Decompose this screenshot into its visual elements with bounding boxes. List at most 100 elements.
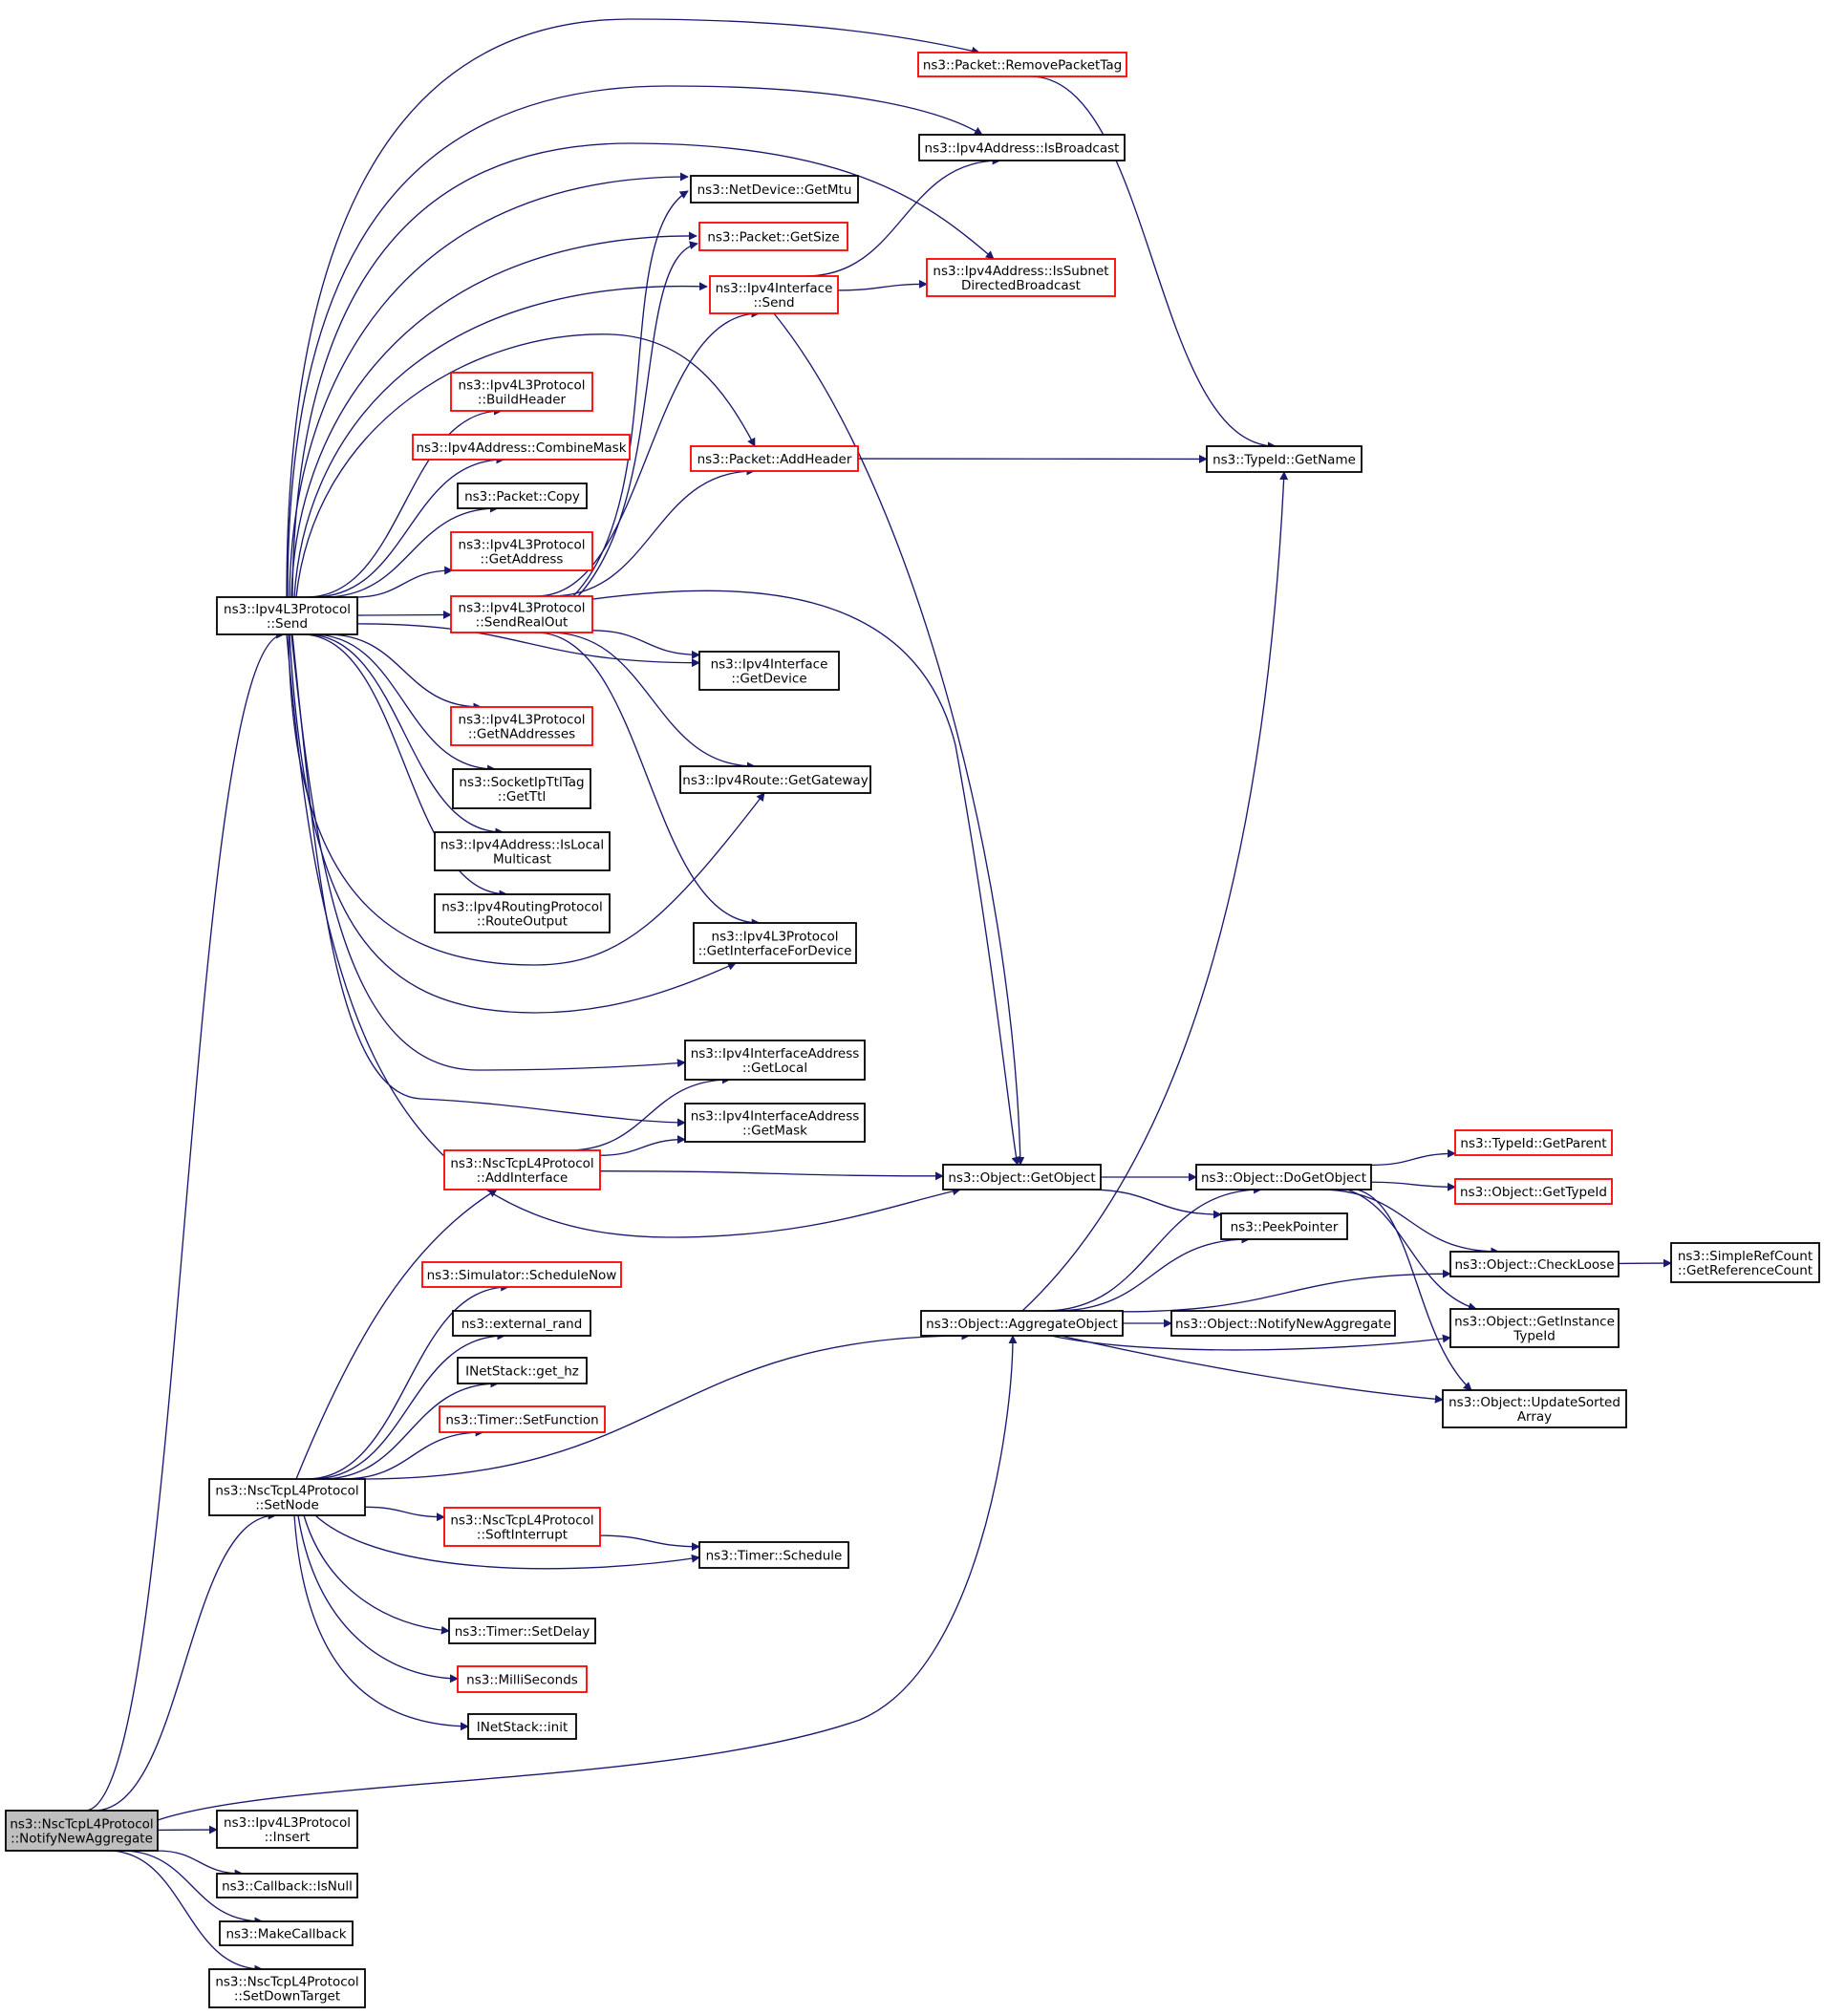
node-getsize[interactable]: ns3::Packet::GetSize (698, 222, 848, 251)
node-rmtag[interactable]: ns3::Packet::RemovePacketTag (917, 52, 1127, 77)
edge-l3send-to-routeout (301, 633, 508, 899)
node-label: ::Insert (265, 1830, 311, 1845)
node-label: ns3::NscTcpL4Protocol (10, 1817, 153, 1833)
node-getnaddr[interactable]: ns3::Ipv4L3Protocol::GetNAddresses (450, 706, 593, 746)
edge-setnode-to-gethz (320, 1379, 500, 1480)
node-label: ns3::Ipv4L3Protocol (459, 378, 586, 394)
edge-aggobj-to-dogetobj (1043, 1185, 1263, 1312)
node-box (1670, 1242, 1820, 1283)
node-setdelay[interactable]: ns3::Timer::SetDelay (448, 1618, 596, 1644)
node-gettypeid[interactable]: ns3::Object::GetTypeId (1454, 1178, 1613, 1205)
node-addiface[interactable]: ns3::NscTcpL4Protocol::AddInterface (443, 1149, 601, 1190)
node-dogetobj[interactable]: ns3::Object::DoGetObject (1195, 1164, 1372, 1190)
edge-sendreal-to-ifsend (535, 309, 761, 597)
node-pcopy[interactable]: ns3::Packet::Copy (457, 483, 588, 509)
node-label: DirectedBroadcast (961, 278, 1081, 293)
edge-root-to-isnull (157, 1850, 244, 1878)
node-label: ns3::Ipv4Interface (711, 657, 828, 673)
node-label: ns3::MilliSeconds (466, 1673, 578, 1688)
edge-softint-to-tschedule (599, 1534, 700, 1552)
node-getgw[interactable]: ns3::Ipv4Route::GetGateway (679, 765, 871, 794)
edge-ifsend-to-getobj (773, 312, 1025, 1166)
node-getaddr[interactable]: ns3::Ipv4L3Protocol::GetAddress (450, 531, 593, 571)
node-box (216, 1810, 358, 1849)
node-addhdr[interactable]: ns3::Packet::AddHeader (690, 445, 859, 472)
edge-dogetobj-to-checkloose (1319, 1189, 1500, 1256)
node-label: ::AddInterface (477, 1170, 569, 1186)
node-label: ns3::NscTcpL4Protocol (215, 1975, 358, 1990)
edge-setnode-to-softint (364, 1506, 445, 1522)
node-root[interactable]: ns3::NscTcpL4Protocol::NotifyNewAggregat… (5, 1810, 159, 1852)
node-issubnet[interactable]: ns3::Ipv4Address::IsSubnetDirectedBroadc… (926, 258, 1116, 297)
node-setnode[interactable]: ns3::NscTcpL4Protocol::SetNode (208, 1478, 366, 1516)
node-l3send[interactable]: ns3::Ipv4L3Protocol::Send (216, 596, 358, 635)
node-label: ns3::Ipv4RoutingProtocol (441, 900, 603, 915)
node-label: ::SoftInterrupt (477, 1528, 568, 1543)
node-getmtu[interactable]: ns3::NetDevice::GetMtu (690, 175, 859, 204)
node-label: ns3::Object::DoGetObject (1201, 1170, 1366, 1186)
node-box (219, 1920, 354, 1946)
node-getmask[interactable]: ns3::Ipv4InterfaceAddress::GetMask (684, 1103, 866, 1143)
node-label: ns3::Timer::SetFunction (445, 1413, 598, 1428)
edge-dogetobj-to-getinsttid (1346, 1189, 1477, 1311)
node-aggobj[interactable]: ns3::Object::AggregateObject (920, 1310, 1124, 1337)
node-box (690, 445, 859, 472)
node-extrand[interactable]: ns3::external_rand (452, 1310, 591, 1337)
edge-l3send-to-rmtag (286, 18, 980, 598)
node-label: ::GetNAddresses (468, 727, 575, 742)
node-init[interactable]: INetStack::init (467, 1713, 577, 1740)
node-getlocal[interactable]: ns3::Ipv4InterfaceAddress::GetLocal (684, 1040, 866, 1081)
edge-root-to-aggobj (157, 1335, 1018, 1821)
node-softint[interactable]: ns3::NscTcpL4Protocol::SoftInterrupt (443, 1507, 601, 1547)
node-getname[interactable]: ns3::TypeId::GetName (1206, 445, 1363, 473)
node-isnull[interactable]: ns3::Callback::IsNull (216, 1873, 358, 1898)
node-getobj[interactable]: ns3::Object::GetObject (942, 1164, 1102, 1190)
node-routeout[interactable]: ns3::Ipv4RoutingProtocol::RouteOutput (434, 893, 611, 933)
node-notifyagg[interactable]: ns3::Object::NotifyNewAggregate (1170, 1310, 1396, 1337)
node-getiffordev[interactable]: ns3::Ipv4L3Protocol::GetInterfaceForDevi… (693, 922, 857, 964)
node-setfunc[interactable]: ns3::Timer::SetFunction (439, 1405, 606, 1433)
edge-l3send-to-issubnet (291, 142, 995, 598)
node-combmask[interactable]: ns3::Ipv4Address::CombineMask (412, 434, 631, 461)
node-getdev[interactable]: ns3::Ipv4Interface::GetDevice (698, 651, 840, 691)
node-box (452, 768, 591, 809)
edge-setnode-to-millis (297, 1514, 459, 1684)
node-box (1449, 1251, 1620, 1277)
node-makecb[interactable]: ns3::MakeCallback (219, 1920, 354, 1946)
node-label: INetStack::init (477, 1720, 569, 1735)
node-setdown[interactable]: ns3::NscTcpL4Protocol::SetDownTarget (208, 1968, 366, 2008)
edge-setnode-to-addiface (295, 1189, 498, 1480)
node-buildhdr[interactable]: ns3::Ipv4L3Protocol::BuildHeader (450, 372, 593, 412)
node-getparent[interactable]: ns3::TypeId::GetParent (1454, 1129, 1613, 1156)
node-tschedule[interactable]: ns3::Timer::Schedule (698, 1541, 849, 1569)
node-box (434, 831, 611, 871)
node-box (448, 1618, 596, 1644)
node-getrefcount[interactable]: ns3::SimpleRefCount::GetReferenceCount (1670, 1242, 1820, 1283)
node-label: ns3::Ipv4L3Protocol (459, 601, 586, 616)
node-label: ::GetMask (742, 1124, 807, 1139)
node-millis[interactable]: ns3::MilliSeconds (457, 1665, 588, 1693)
node-insert[interactable]: ns3::Ipv4L3Protocol::Insert (216, 1810, 358, 1849)
node-label: ns3::Ipv4Address::IsLocal (440, 838, 604, 853)
node-isbcast[interactable]: ns3::Ipv4Address::IsBroadcast (918, 134, 1126, 161)
node-schednow[interactable]: ns3::Simulator::ScheduleNow (421, 1261, 622, 1288)
node-getttl[interactable]: ns3::SocketIpTtlTag::GetTtl (452, 768, 591, 809)
edge-layer (85, 18, 1672, 1974)
node-peekptr[interactable]: ns3::PeekPointer (1220, 1212, 1348, 1240)
edge-sendreal-to-getsize (577, 241, 698, 597)
node-sendreal[interactable]: ns3::Ipv4L3Protocol::SendRealOut (450, 595, 593, 633)
edge-dogetobj-to-getparent (1370, 1148, 1456, 1167)
node-box (450, 706, 593, 746)
node-label: ns3::Ipv4InterfaceAddress (691, 1109, 860, 1125)
node-ifsend[interactable]: ns3::Ipv4Interface::Send (709, 275, 839, 314)
node-label: ns3::Ipv4L3Protocol (459, 538, 586, 553)
node-label: ns3::Packet::AddHeader (697, 452, 852, 467)
node-box (208, 1478, 366, 1516)
node-box (457, 1357, 588, 1384)
node-checkloose[interactable]: ns3::Object::CheckLoose (1449, 1251, 1620, 1277)
node-gethz[interactable]: INetStack::get_hz (457, 1357, 588, 1384)
node-label: ns3::Packet::GetSize (707, 230, 839, 246)
